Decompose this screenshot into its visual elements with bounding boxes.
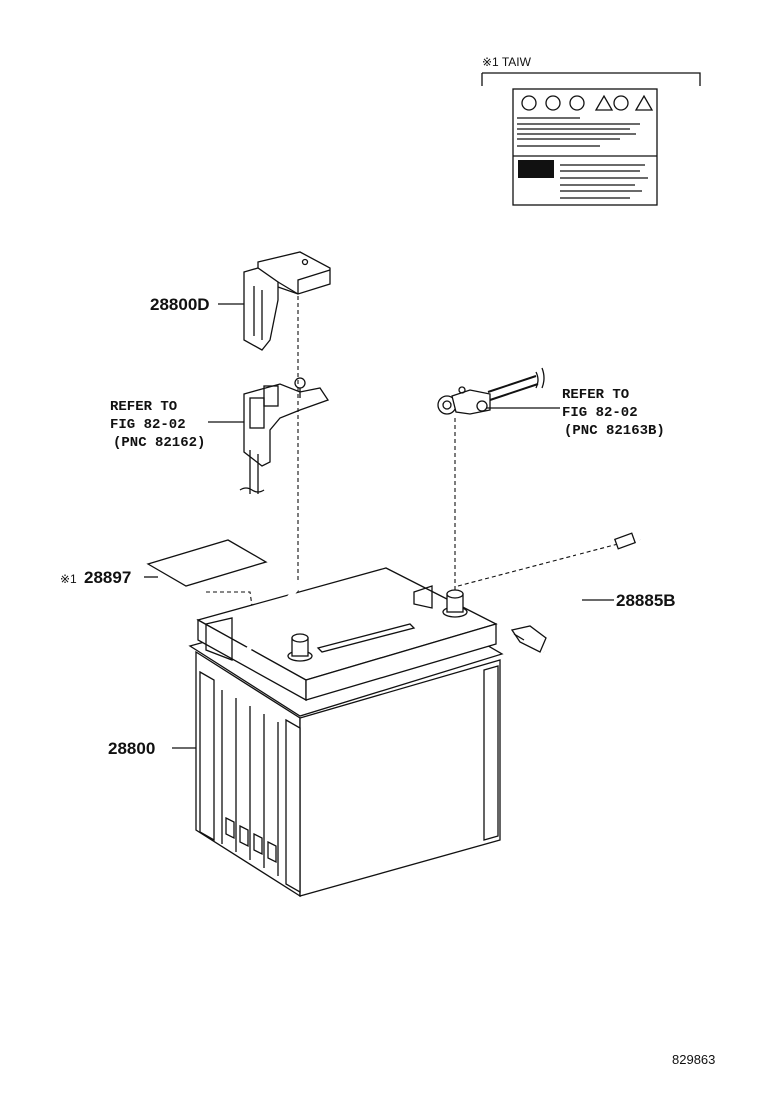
battery-icon: [188, 557, 504, 898]
diagram-id-label: 829863: [672, 1052, 715, 1067]
taiw-note-label: ※1 TAIW: [482, 55, 532, 69]
part-label-sheet-label: 28897: [84, 568, 131, 587]
refer-left-line2: FIG 82-02: [110, 417, 186, 433]
part-cover-label: 28800D: [150, 295, 210, 314]
vent-hose-icon: [510, 503, 642, 663]
taiw-note-group: ※1 TAIW: [481, 55, 701, 206]
refer-right-line3: (PNC 82163B): [564, 423, 665, 439]
terminal-cover-icon: [243, 251, 331, 351]
alignment-line-hose: [457, 543, 619, 587]
part-sheet-prefix: ※1: [60, 572, 77, 586]
refer-left-line1: REFER TO: [110, 399, 177, 415]
label-sheet-icon: [146, 539, 268, 587]
warning-label-card-icon: [512, 88, 658, 206]
refer-right-line1: REFER TO: [562, 387, 629, 403]
refer-right-line2: FIG 82-02: [562, 405, 638, 421]
refer-left-line3: (PNC 82162): [113, 435, 205, 451]
negative-terminal-clamp-icon: [239, 377, 330, 494]
part-vent-hose-label: 28885B: [616, 591, 676, 610]
part-battery-label: 28800: [108, 739, 155, 758]
positive-terminal-clamp-icon: [437, 367, 545, 415]
alignment-line-sheet: [206, 591, 255, 621]
